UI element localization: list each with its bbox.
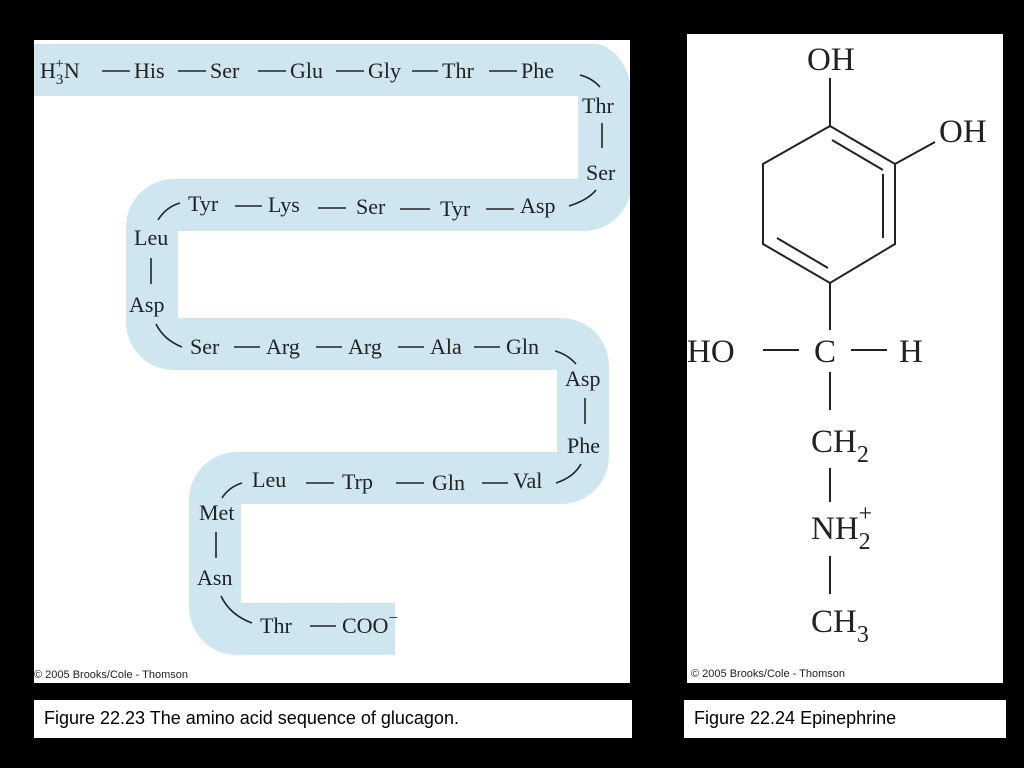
residue-lys: Lys [268, 192, 300, 217]
turn-bond [157, 202, 181, 221]
residue-ser: Ser [586, 160, 616, 185]
residue-ser: Ser [356, 194, 386, 219]
caption-epinephrine: Figure 22.24 Epinephrine [684, 700, 1006, 738]
carbon-center-label: C [814, 334, 836, 370]
residue-asp: Asp [565, 366, 600, 391]
residue-glu: Glu [290, 58, 323, 83]
residue-val: Val [513, 468, 542, 493]
hydroxyl-top-label: OH [807, 42, 855, 78]
turn-bond [568, 189, 597, 207]
residue-ala: Ala [430, 334, 462, 359]
residue-gln: Gln [432, 470, 465, 495]
turn-bond [554, 350, 577, 365]
residue-thr: Thr [582, 93, 614, 118]
residue-trp: Trp [342, 469, 373, 494]
residue-his: His [134, 58, 165, 83]
residue-tyr: Tyr [188, 191, 219, 216]
row2-bonds [235, 205, 514, 210]
residue-ser: Ser [210, 58, 240, 83]
hydroxyl-right-label: OH [939, 114, 987, 150]
turn-bond [220, 595, 253, 624]
c-terminus: COO− [342, 608, 398, 638]
methylene-label: CH2 [811, 424, 869, 468]
bonds [763, 78, 936, 594]
residue-gly: Gly [368, 58, 401, 83]
residue-arg: Arg [266, 334, 300, 359]
epinephrine-structure: OH OH HO C H CH2 NH2+ CH3 [687, 42, 987, 648]
turn-bond [221, 482, 243, 499]
ammonium-label: NH2+ [811, 501, 872, 555]
benzene-ring [762, 124, 896, 285]
residue-tyr: Tyr [440, 196, 471, 221]
residue-gln: Gln [506, 334, 539, 359]
residue-phe: Phe [567, 433, 600, 458]
caption-glucagon: Figure 22.23 The amino acid sequence of … [34, 700, 632, 738]
residue-thr: Thr [260, 613, 292, 638]
turn-bond [555, 463, 582, 484]
residue-leu: Leu [252, 467, 286, 492]
residue-phe: Phe [521, 58, 554, 83]
residue-arg: Arg [348, 334, 382, 359]
residue-thr: Thr [442, 58, 474, 83]
residue-asn: Asn [197, 565, 232, 590]
residue-ser: Ser [190, 334, 220, 359]
copyright-right: © 2005 Brooks/Cole - Thomson [691, 668, 846, 680]
glucagon-figure-panel: H3+N His Ser Glu Gly Thr Phe Thr Ser Tyr… [34, 40, 630, 683]
residue-leu: Leu [134, 225, 168, 250]
turn-bond [579, 74, 601, 88]
epinephrine-figure-panel: OH OH HO C H CH2 NH2+ CH3 © 2005 Brooks/… [687, 34, 1003, 683]
hydrogen-label: H [899, 334, 923, 370]
turn-bond [155, 323, 183, 348]
hydroxyl-left-label: HO [687, 334, 735, 370]
glucagon-diagram: H3+N His Ser Glu Gly Thr Phe Thr Ser Tyr… [34, 44, 630, 655]
residue-asp: Asp [520, 193, 555, 218]
residue-asp: Asp [129, 292, 164, 317]
copyright-left: © 2005 Brooks/Cole - Thomson [34, 669, 189, 681]
methyl-label: CH3 [811, 604, 869, 648]
n-terminus: H3+N [40, 56, 80, 88]
residue-met: Met [199, 500, 234, 525]
